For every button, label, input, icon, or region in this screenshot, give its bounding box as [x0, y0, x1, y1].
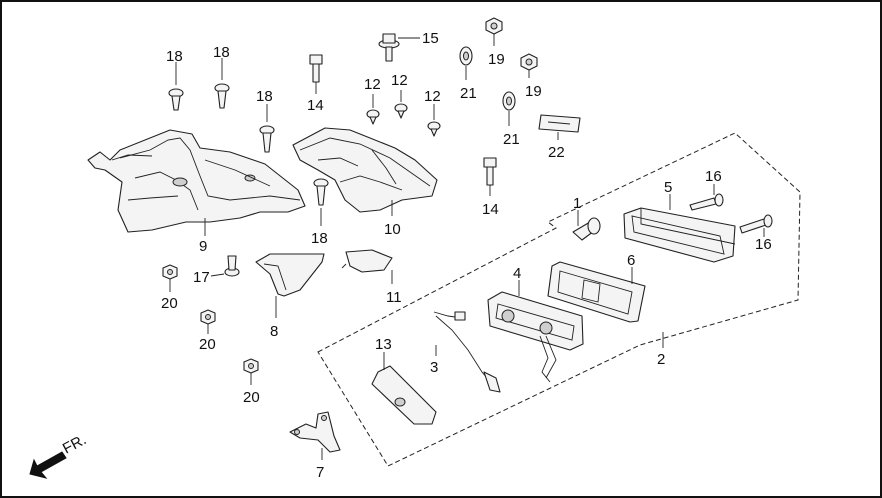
part-19-nut-b: [520, 53, 538, 78]
label-9: 9: [199, 238, 207, 255]
label-18d: 18: [311, 230, 328, 247]
label-14b: 14: [482, 201, 499, 218]
label-19b: 19: [525, 83, 542, 100]
label-22: 22: [548, 144, 565, 161]
part-3-harness: [433, 311, 501, 393]
part-12-clip-a: [366, 94, 380, 125]
label-18b: 18: [213, 44, 230, 61]
label-1: 1: [573, 195, 581, 212]
part-6-gasket: [547, 261, 646, 323]
part-21-washer-b: [502, 91, 516, 126]
part-15-bolt: [378, 33, 420, 62]
part-18-screw-d: [313, 178, 329, 226]
part-10-lower-cover: [292, 127, 438, 213]
part-14-bolt-a: [309, 54, 323, 94]
label-8: 8: [270, 323, 278, 340]
part-14-bolt-b: [483, 157, 497, 196]
part-21-washer-a: [459, 46, 473, 80]
part-13-reflector: [371, 352, 437, 425]
part-19-nut-a: [485, 17, 503, 46]
label-14a: 14: [307, 97, 324, 114]
part-20-nut-c: [243, 358, 259, 385]
label-21a: 21: [460, 85, 477, 102]
part-17-screw: [224, 255, 240, 277]
label-16a: 16: [705, 168, 722, 185]
label-5: 5: [664, 179, 672, 196]
label-13: 13: [375, 336, 392, 353]
label-17: 17: [193, 269, 210, 286]
part-20-nut-a: [162, 264, 178, 292]
label-4: 4: [513, 265, 521, 282]
label-20a: 20: [161, 295, 178, 312]
part-7-bracket: [289, 411, 341, 460]
part-18-screw-b: [214, 58, 230, 109]
label-7: 7: [316, 464, 324, 481]
label-6: 6: [627, 252, 635, 269]
part-18-screw-a: [168, 62, 184, 111]
label-3: 3: [430, 359, 438, 376]
label-20b: 20: [199, 336, 216, 353]
label-20c: 20: [243, 389, 260, 406]
part-8-cover: [255, 253, 325, 318]
label-12a: 12: [364, 76, 381, 93]
label-2: 2: [657, 351, 665, 368]
label-12c: 12: [424, 88, 441, 105]
part-11-shield: [341, 249, 393, 284]
part-22-plate: [538, 114, 581, 140]
part-16-screw-b: [739, 214, 773, 237]
label-21b: 21: [503, 131, 520, 148]
part-16-screw-a: [689, 184, 724, 211]
part-12-clip-b: [394, 90, 408, 119]
part-18-screw-c: [259, 104, 275, 153]
label-16b: 16: [755, 236, 772, 253]
label-11: 11: [386, 289, 402, 306]
label-12b: 12: [391, 72, 408, 89]
label-18c: 18: [256, 88, 273, 105]
label-19a: 19: [488, 51, 505, 68]
part-4-socket: [487, 280, 584, 383]
label-15: 15: [422, 30, 439, 47]
part-1-bulb: [572, 210, 601, 241]
part-9-rear-fender: [87, 129, 306, 233]
part-5-lens: [623, 194, 736, 263]
part-20-nut-b: [200, 309, 216, 334]
label-18a: 18: [166, 48, 183, 65]
label-10: 10: [384, 221, 401, 238]
front-arrow-icon: [29, 451, 67, 479]
part-12-clip-c: [427, 104, 441, 137]
